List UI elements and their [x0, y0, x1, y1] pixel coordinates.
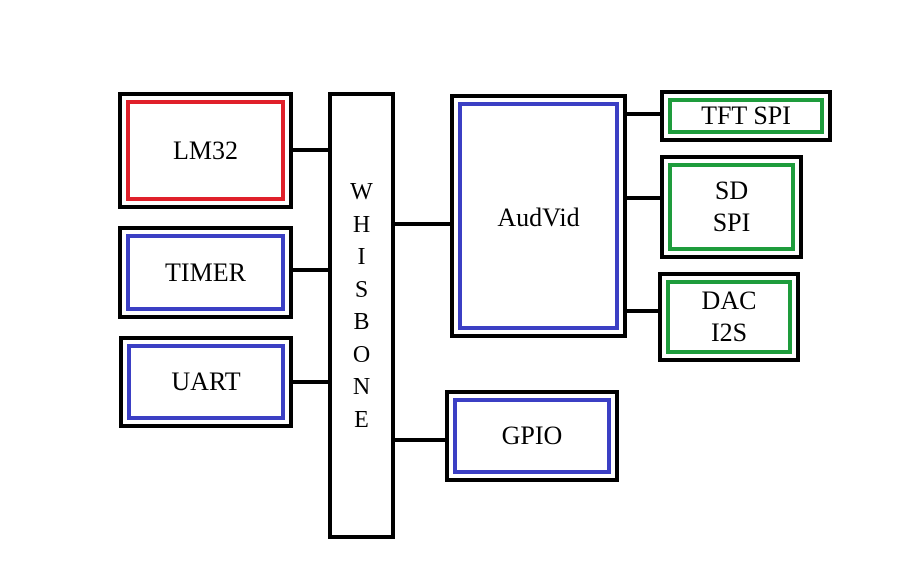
connector-audvid-dac [625, 309, 664, 313]
audvid-block: AudVid [450, 94, 627, 338]
timer-label: TIMER [126, 234, 285, 311]
gpio-block: GPIO [445, 390, 619, 482]
connector-bus-audvid [393, 222, 453, 226]
bus-letter: W [350, 179, 373, 205]
bus-letter: N [352, 374, 371, 400]
timer-block: TIMER [118, 226, 293, 319]
bus-letter: B [353, 309, 370, 335]
dac-i2s-line-2: I2S [710, 318, 748, 347]
dac-i2s-label: DAC I2S [666, 280, 792, 354]
audvid-text: AudVid [497, 203, 580, 232]
tft-spi-block: TFT SPI [660, 90, 832, 142]
dac-i2s-block: DAC I2S [658, 272, 800, 362]
gpio-label: GPIO [453, 398, 611, 474]
connector-lm32-bus [291, 148, 330, 152]
connector-audvid-sd [625, 196, 664, 200]
sd-spi-line-2: SPI [712, 208, 751, 237]
wishbone-bus: W H I S B O N E [328, 92, 395, 539]
bus-letter: I [357, 244, 366, 270]
bus-letter: H [352, 211, 371, 238]
audvid-label: AudVid [458, 102, 619, 330]
connector-uart-bus [291, 380, 330, 384]
connector-audvid-tft [625, 112, 664, 116]
lm32-block: LM32 [118, 92, 293, 209]
connector-timer-bus [291, 268, 330, 272]
sd-spi-label: SD SPI [668, 163, 795, 251]
sd-spi-line-1: SD [714, 176, 749, 205]
bus-letter: E [354, 406, 369, 433]
dac-i2s-line-1: DAC [701, 286, 757, 315]
bus-letter: S [354, 276, 369, 303]
connector-bus-gpio [393, 438, 448, 442]
wishbone-bus-label: W H I S B O N E [332, 176, 391, 436]
sd-spi-block: SD SPI [660, 155, 803, 259]
lm32-label: LM32 [126, 100, 285, 201]
uart-label: UART [127, 344, 285, 420]
tft-spi-label: TFT SPI [668, 98, 824, 134]
bus-letter: O [352, 341, 371, 368]
uart-block: UART [119, 336, 293, 428]
